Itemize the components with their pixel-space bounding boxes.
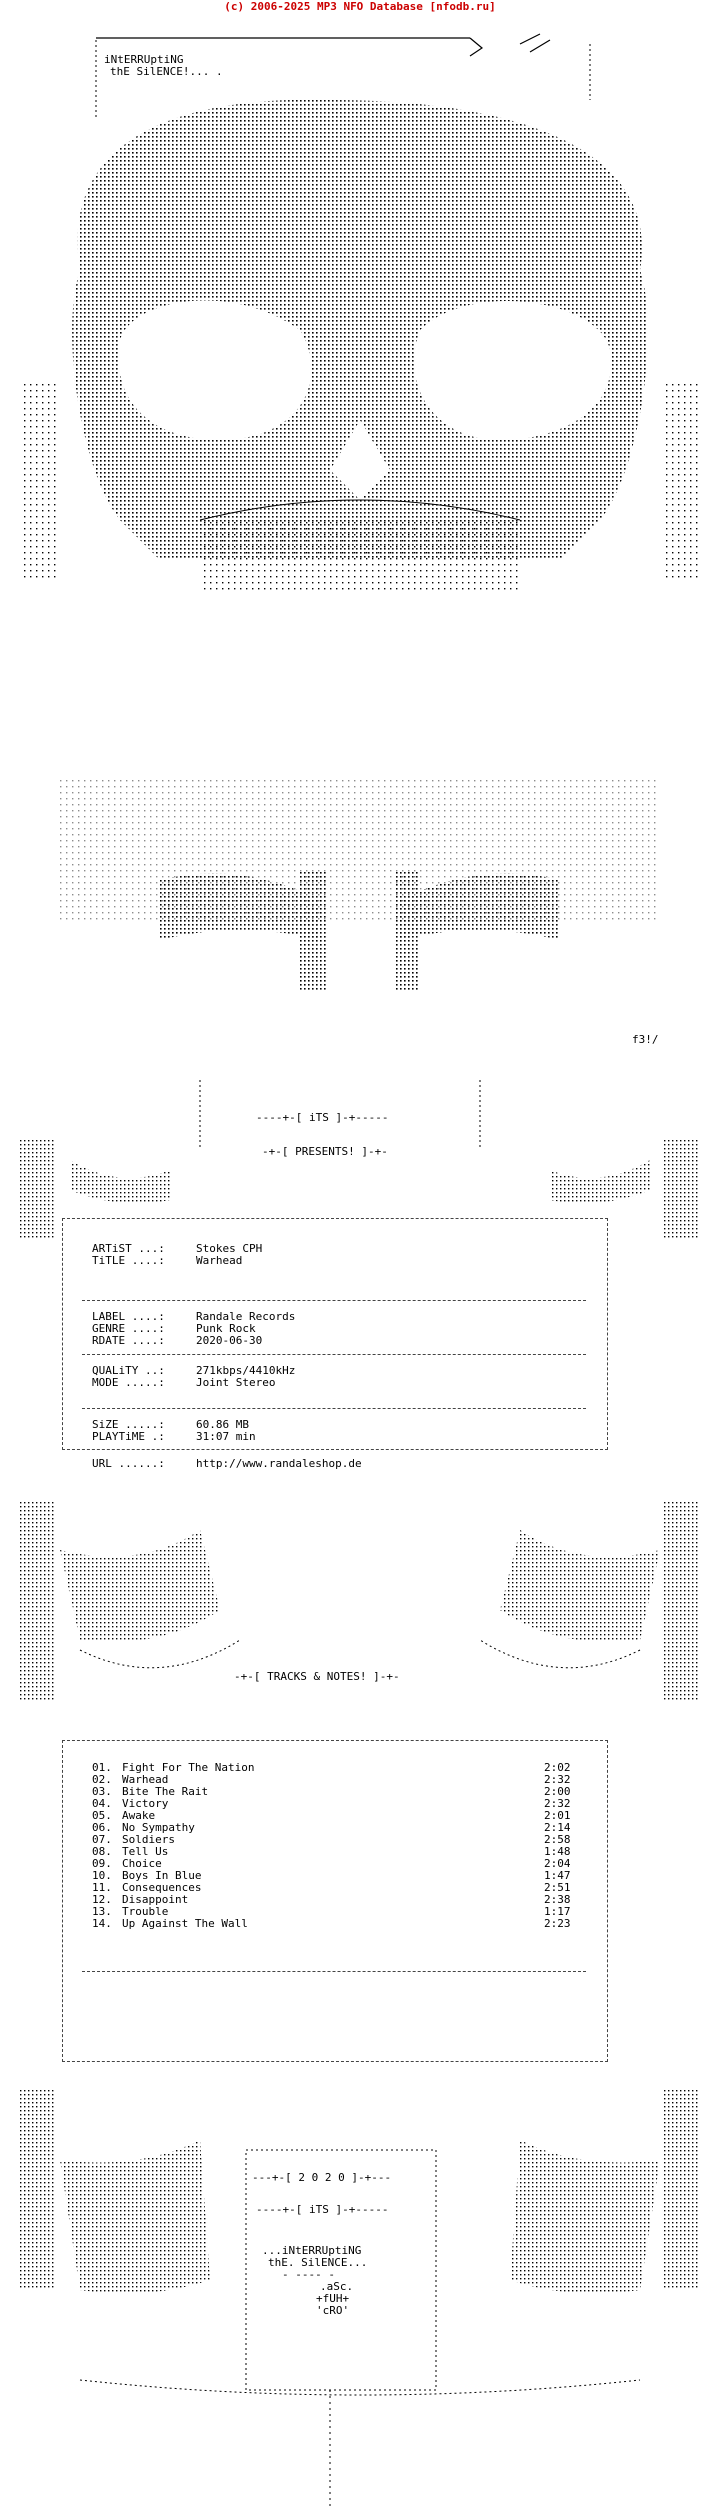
size-value: 60.86 MB <box>196 1418 249 1431</box>
track-time: 1:47 <box>544 1869 571 1882</box>
footer-group-line1: ...iNtERRUptiNG <box>262 2244 362 2257</box>
track-title: Boys In Blue <box>122 1869 202 1882</box>
track-time: 2:32 <box>544 1797 571 1810</box>
track-time: 2:00 <box>544 1785 571 1798</box>
footer-credit-asc: .aSc. <box>320 2280 354 2293</box>
url-value[interactable]: http://www.randaleshop.de <box>196 1457 362 1470</box>
track-number: 02. <box>92 1773 112 1786</box>
presents-frame <box>20 1080 700 1240</box>
track-title: Fight For The Nation <box>122 1761 255 1774</box>
skull-ascii-art <box>20 33 700 990</box>
track-title: Disappoint <box>122 1893 189 1906</box>
footer-credit-fuh: +fUH+ <box>316 2292 350 2305</box>
year-banner: ---+-[ 2 0 2 0 ]-+--- <box>252 2171 392 2184</box>
track-time: 2:23 <box>544 1917 571 1930</box>
info-separator <box>82 1354 586 1355</box>
track-title: Awake <box>122 1809 156 1822</box>
track-number: 09. <box>92 1857 112 1870</box>
track-number: 13. <box>92 1905 112 1918</box>
track-title: Tell Us <box>122 1845 169 1858</box>
footer-dash: - ---- - <box>282 2268 335 2281</box>
its-banner-bottom: ----+-[ iTS ]-+----- <box>256 2203 389 2216</box>
track-time: 2:58 <box>544 1833 571 1846</box>
track-time: 1:17 <box>544 1905 571 1918</box>
its-banner-top: ----+-[ iTS ]-+----- <box>256 1111 389 1124</box>
label-label: LABEL ....: <box>92 1310 165 1323</box>
copyright-header-link[interactable]: (c) 2006-2025 MP3 NFO Database [nfodb.ru… <box>224 0 496 13</box>
playtime-value: 31:07 min <box>196 1430 256 1443</box>
track-number: 05. <box>92 1809 112 1822</box>
track-time: 2:01 <box>544 1809 571 1822</box>
tracks-notes-banner: -+-[ TRACKS & NOTES! ]-+- <box>234 1670 400 1683</box>
track-number: 14. <box>92 1917 112 1930</box>
artist-value: Stokes CPH <box>196 1242 263 1255</box>
track-number: 10. <box>92 1869 112 1882</box>
track-time: 2:02 <box>544 1761 571 1774</box>
track-title: Soldiers <box>122 1833 175 1846</box>
release-info-box <box>62 1218 608 1450</box>
genre-value: Punk Rock <box>196 1322 256 1335</box>
quality-value: 271kbps/4410kHz <box>196 1364 296 1377</box>
tracklist-separator <box>82 1971 586 1972</box>
info-separator <box>82 1408 586 1409</box>
track-number: 07. <box>92 1833 112 1846</box>
info-separator <box>82 1300 586 1301</box>
track-number: 01. <box>92 1761 112 1774</box>
presents-banner: -+-[ PRESENTS! ]-+- <box>262 1145 388 1158</box>
mode-value: Joint Stereo <box>196 1376 276 1389</box>
track-number: 11. <box>92 1881 112 1894</box>
rdate-label: RDATE ....: <box>92 1334 165 1347</box>
track-title: Victory <box>122 1797 169 1810</box>
group-name-line1: iNtERRUptiNG <box>104 53 184 66</box>
quality-label: QUALiTY ..: <box>92 1364 165 1377</box>
track-time: 2:14 <box>544 1821 571 1834</box>
track-title: Up Against The Wall <box>122 1917 248 1930</box>
art-tag: f3!/ <box>632 1033 659 1046</box>
track-time: 1:48 <box>544 1845 571 1858</box>
title-value: Warhead <box>196 1254 243 1267</box>
track-title: Warhead <box>122 1773 169 1786</box>
track-number: 03. <box>92 1785 112 1798</box>
size-label: SiZE .....: <box>92 1418 165 1431</box>
artist-label: ARTiST ...: <box>92 1242 165 1255</box>
track-title: No Sympathy <box>122 1821 195 1834</box>
track-time: 2:32 <box>544 1773 571 1786</box>
track-number: 08. <box>92 1845 112 1858</box>
track-time: 2:38 <box>544 1893 571 1906</box>
rdate-value: 2020-06-30 <box>196 1334 263 1347</box>
genre-label: GENRE ....: <box>92 1322 165 1335</box>
title-label: TiTLE ....: <box>92 1254 165 1267</box>
track-number: 06. <box>92 1821 112 1834</box>
mode-label: MODE .....: <box>92 1376 165 1389</box>
playtime-label: PLAYTiME .: <box>92 1430 165 1443</box>
track-number: 12. <box>92 1893 112 1906</box>
track-number: 04. <box>92 1797 112 1810</box>
track-title: Trouble <box>122 1905 169 1918</box>
tracklist-box <box>62 1740 608 2062</box>
track-title: Bite The Rait <box>122 1785 209 1798</box>
footer-ascii-art <box>20 2090 700 2510</box>
track-time: 2:04 <box>544 1857 571 1870</box>
track-time: 2:51 <box>544 1881 571 1894</box>
footer-group-line2: thE. SilENCE... <box>268 2256 368 2269</box>
group-name-line2: thE SilENCE!... . <box>110 65 223 78</box>
label-value: Randale Records <box>196 1310 296 1323</box>
url-label: URL ......: <box>92 1457 165 1470</box>
track-title: Consequences <box>122 1881 202 1894</box>
track-title: Choice <box>122 1857 162 1870</box>
footer-credit-cro: 'cRO' <box>316 2304 350 2317</box>
